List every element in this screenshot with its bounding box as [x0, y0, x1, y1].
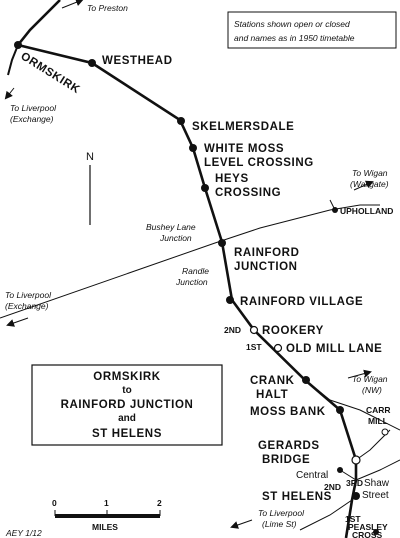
map-ref: AEY 1/12: [5, 528, 42, 538]
main-railway-line: [15, 0, 358, 538]
station-dot-westhead: [88, 59, 96, 67]
station-heys-1: HEYS: [215, 173, 249, 185]
scale-label-0: 0: [52, 498, 57, 508]
station-moss-bank: MOSS BANK: [250, 406, 326, 418]
arrow-to-wigan-wallgate: [353, 180, 374, 191]
station-dot-st-helens: [352, 492, 360, 500]
dest-liverpool-lime-1: To Liverpool: [258, 508, 305, 518]
line-carr-mill: [355, 429, 391, 461]
peasley-mark: 1ST: [345, 514, 361, 524]
station-upholland: UPHOLLAND: [340, 206, 393, 216]
shaw-mark: 3RD: [346, 478, 363, 488]
station-dot-upholland: [332, 207, 338, 213]
line-to-wigan-nw: [304, 379, 400, 431]
station-carr-mill-1: CARR: [366, 405, 391, 415]
note-box: [227, 11, 397, 49]
station-dot-peasley: [373, 529, 379, 535]
station-white-moss-1: WHITE MOSS: [204, 143, 284, 155]
title-line4: and: [118, 413, 136, 424]
station-dot-white-moss: [189, 144, 197, 152]
station-old-mill-lane: OLD MILL LANE: [286, 343, 382, 355]
arrow-to-liverpool-west: [6, 317, 29, 327]
station-westhead: WESTHEAD: [102, 55, 173, 67]
dest-liverpool-lime-2: (Lime St): [262, 519, 297, 529]
dest-liverpool-exch-w-2: (Exchange): [5, 301, 49, 311]
station-gerards-2: BRIDGE: [262, 454, 310, 466]
north-label: N: [86, 151, 94, 163]
dest-wigan-wallgate-1: To Wigan: [352, 168, 388, 178]
station-rainford-village: RAINFORD VILLAGE: [240, 296, 363, 308]
station-skelmersdale: SKELMERSDALE: [192, 121, 294, 133]
station-dot-crank: [302, 376, 310, 384]
arrow-to-wigan-nw: [347, 369, 372, 379]
rookery-mark: 2ND: [224, 325, 241, 335]
dest-liverpool-exch-n-2: (Exchange): [10, 114, 54, 124]
station-dot-rookery: [249, 325, 259, 335]
station-crank-1: CRANK: [250, 375, 295, 387]
station-dot-skelmersdale: [177, 117, 185, 125]
dest-liverpool-exch-n-1: To Liverpool: [10, 103, 57, 113]
station-dot-rainford-village: [226, 296, 234, 304]
scale-label-2: 2: [157, 498, 162, 508]
station-gerards-1: GERARDS: [258, 440, 320, 452]
station-white-moss-2: LEVEL CROSSING: [204, 157, 314, 169]
bushey-lane-1: Bushey Lane: [146, 222, 196, 232]
dest-preston: To Preston: [87, 3, 128, 13]
station-crank-2: HALT: [256, 389, 288, 401]
bushey-lane-2: Junction: [159, 233, 192, 243]
dest-wigan-nw-1: To Wigan: [352, 374, 388, 384]
station-shaw-1: Shaw: [364, 478, 390, 489]
station-dot-carr-mill: [381, 428, 389, 436]
station-dot-gerards-bridge: [351, 455, 361, 465]
old-mill-mark: 1ST: [246, 342, 262, 352]
title-box: [31, 364, 223, 446]
station-st-helens: ST HELENS: [262, 491, 332, 503]
station-dot-central: [337, 467, 343, 473]
line-st-helens-east: [355, 459, 400, 481]
title-line5: ST HELENS: [92, 428, 162, 440]
station-dot-rainford-junction: [218, 239, 226, 247]
arrow-to-liverpool-north: [4, 87, 15, 100]
station-rainford-junction-2: JUNCTION: [234, 261, 298, 273]
title-line2: to: [122, 385, 131, 396]
station-dot-old-mill-lane: [273, 343, 283, 353]
note-line1: Stations shown open or closed: [234, 19, 350, 29]
dest-wigan-nw-2: (NW): [362, 385, 382, 395]
note-line2: and names as in 1950 timetable: [234, 33, 355, 43]
line-to-liverpool-lime-st: [299, 499, 353, 531]
station-heys-2: CROSSING: [215, 187, 281, 199]
station-peasley-1: PEASLEY: [348, 522, 388, 532]
station-dot-ormskirk: [14, 41, 22, 49]
arrow-to-liverpool-lime: [230, 519, 253, 529]
arrow-to-preston: [61, 0, 84, 9]
dest-wigan-wallgate-2: (Wallgate): [350, 179, 389, 189]
station-shaw-2: Street: [362, 490, 389, 501]
dest-liverpool-exch-w-1: To Liverpool: [5, 290, 52, 300]
line-central: [339, 469, 357, 481]
station-peasley-2: CROSS: [352, 530, 383, 538]
station-central: Central: [296, 470, 328, 481]
scale-label-1: 1: [104, 498, 109, 508]
title-line3: RAINFORD JUNCTION: [61, 399, 194, 411]
station-rookery: ROOKERY: [262, 325, 324, 337]
scale-unit: MILES: [92, 522, 118, 532]
cross-railway-line: [0, 204, 380, 319]
randle-1: Randle: [182, 266, 209, 276]
title-line1: ORMSKIRK: [93, 371, 161, 383]
station-dot-moss-bank: [336, 406, 344, 414]
central-mark: 2ND: [324, 482, 341, 492]
station-rainford-junction-1: RAINFORD: [234, 247, 300, 259]
randle-2: Junction: [175, 277, 208, 287]
line-to-liverpool-exchange-north: [7, 44, 19, 76]
station-carr-mill-2: MILL: [368, 416, 388, 426]
station-dot-heys: [201, 184, 209, 192]
